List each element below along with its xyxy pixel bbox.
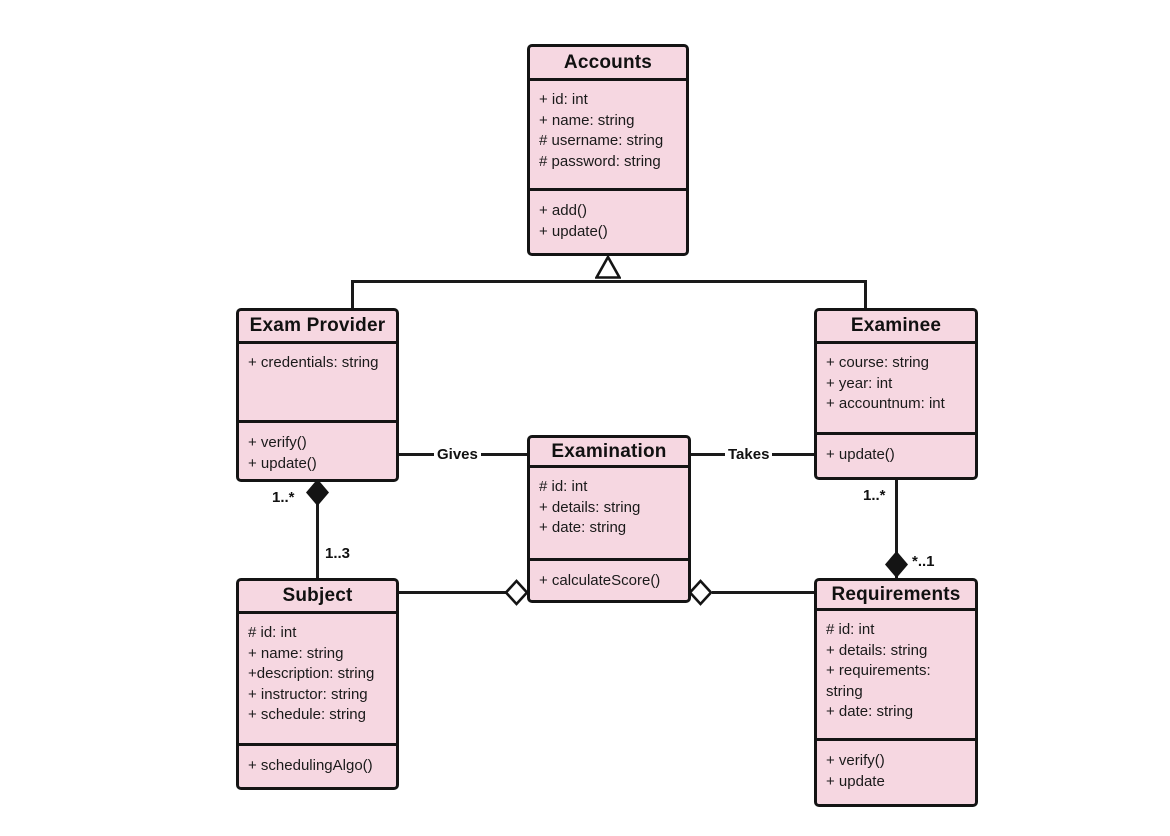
composition-diamond-icon (885, 551, 908, 578)
class-methods: + add() + update() (530, 188, 686, 253)
class-methods: + verify() + update (817, 738, 975, 804)
provider-subject-upper-multiplicity: 1..* (272, 489, 295, 506)
aggregation-diamond-icon (504, 579, 529, 606)
attribute: # id: int (248, 624, 297, 641)
class-attributes: + id: int + name: string # username: strin… (530, 78, 686, 188)
provider-subject-lower-multiplicity: 1..3 (325, 545, 351, 562)
class-attributes: # id: int + name: string +description: str… (239, 611, 396, 743)
attribute: + name: string (539, 111, 635, 129)
class-accounts: Accounts + id: int + name: string # userna… (527, 44, 689, 256)
class-attributes: # id: int + details: string + date: string (530, 465, 688, 558)
attribute: + date: string (539, 519, 627, 536)
subject-examination-aggregation-line (398, 591, 506, 594)
aggregation-diamond-icon (688, 579, 713, 606)
gives-label: Gives (434, 446, 481, 464)
generalization-drop-right-line (864, 280, 867, 310)
attribute: + credentials: string (248, 354, 379, 371)
class-title: Examination (551, 440, 667, 462)
method: + update() (826, 446, 895, 463)
class-requirements: Requirements # id: int + details: string +… (814, 578, 978, 807)
generalization-triangle-icon (595, 255, 621, 279)
method: + calculateScore() (539, 572, 661, 589)
method: + verify() (248, 434, 307, 451)
attribute: # password: string (539, 152, 661, 170)
attribute: + id: int (539, 91, 588, 108)
class-methods: + calculateScore() (530, 558, 688, 600)
class-attributes: + course: string + year: int + accountnum:… (817, 341, 975, 432)
provider-subject-composition-line (316, 481, 319, 580)
method: + add() (539, 202, 587, 219)
examinee-requirements-upper-multiplicity: 1..* (863, 487, 886, 504)
method: + verify() (826, 752, 885, 769)
class-methods: + schedulingAlgo() (239, 743, 396, 787)
attribute: + requirements: string (826, 662, 931, 700)
attribute: # id: int (539, 478, 588, 495)
class-attributes: # id: int + details: string + requirements… (817, 608, 975, 738)
attribute: + course: string (826, 354, 929, 371)
class-title: Subject (282, 585, 353, 606)
class-title: Exam Provider (249, 315, 386, 336)
examination-requirements-aggregation-line (712, 591, 817, 594)
attribute: # id: int (826, 621, 875, 638)
attribute: +description: string (248, 665, 375, 682)
class-subject: Subject # id: int + name: string +descript… (236, 578, 399, 790)
method: + update() (248, 454, 317, 472)
generalization-drop-left-line (351, 280, 354, 310)
takes-label: Takes (725, 446, 773, 464)
examinee-requirements-composition-line (895, 478, 898, 580)
attribute: + date: string (826, 703, 914, 720)
class-exam-provider: Exam Provider + credentials: string + ve… (236, 308, 399, 482)
class-examinee: Examinee + course: string + year: int + ac… (814, 308, 978, 480)
class-title: Requirements (831, 583, 961, 605)
attribute: + accountnum: int (826, 395, 945, 412)
attribute: + year: int (826, 374, 893, 392)
class-attributes: + credentials: string (239, 341, 396, 420)
attribute: + details: string (826, 641, 928, 659)
attribute: + name: string (248, 644, 344, 662)
attribute: # username: string (539, 132, 664, 149)
method: + schedulingAlgo() (248, 757, 373, 774)
method: + update() (539, 222, 608, 240)
class-examination: Examination # id: int + details: string + … (527, 435, 691, 603)
class-methods: + update() (817, 432, 975, 477)
examinee-requirements-lower-multiplicity: *..1 (912, 553, 935, 570)
class-title: Accounts (563, 51, 653, 73)
class-title: Examinee (850, 315, 942, 336)
composition-diamond-icon (306, 479, 329, 506)
class-methods: + verify() + update() (239, 420, 396, 479)
attribute: + schedule: string (248, 706, 366, 723)
method: + update (826, 772, 885, 790)
attribute: + instructor: string (248, 685, 368, 703)
generalization-bus-line (351, 280, 867, 283)
attribute: + details: string (539, 498, 641, 516)
